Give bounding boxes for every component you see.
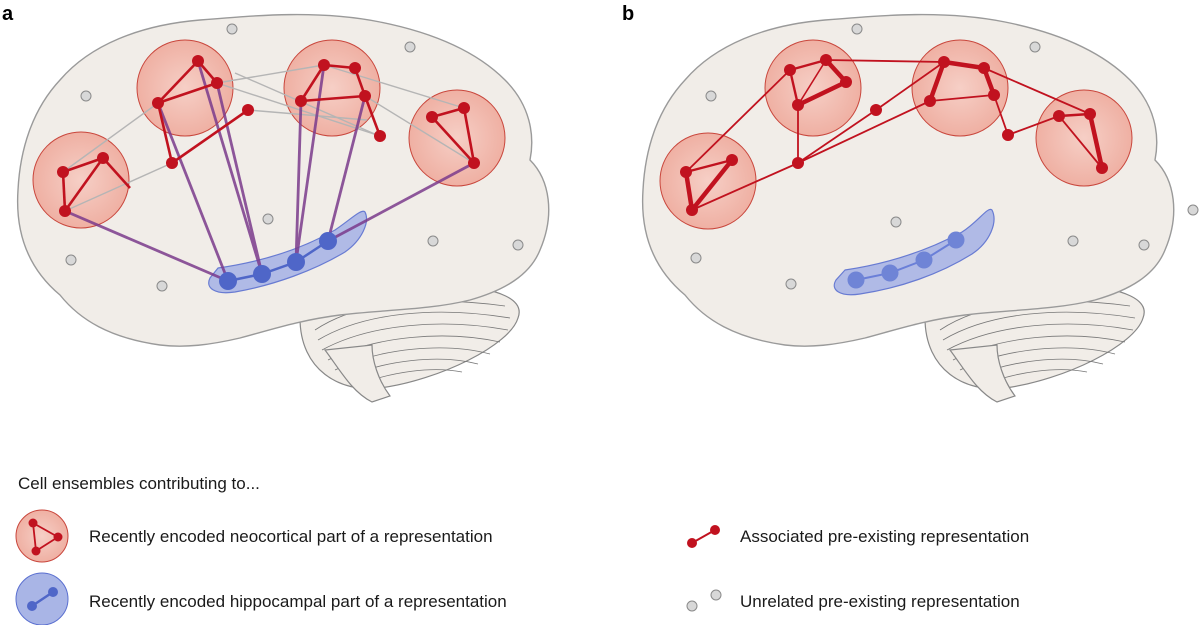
unrelated-nodes-b [690, 23, 1199, 290]
legend-item-hippocampal: Recently encoded hippocampal part of a r… [89, 592, 507, 611]
panel-label-b: b [622, 3, 634, 25]
hippocampus-b [833, 208, 995, 296]
unrelated-nodes-a [65, 23, 524, 292]
associated-link-icon [687, 525, 720, 548]
blue-nodes-b [847, 231, 965, 289]
panel-b: b [622, 3, 1199, 403]
red-edges-a [61, 60, 476, 212]
legend: Cell ensembles contributing to... Recent… [15, 474, 1029, 625]
red-nodes-b [680, 54, 1108, 216]
red-nodes-a [57, 55, 480, 217]
unrelated-dots-icon [686, 589, 722, 612]
hippocampus-a [208, 210, 367, 294]
legend-item-neocortical: Recently encoded neocortical part of a r… [89, 527, 493, 546]
purple-links-a [64, 60, 475, 283]
legend-heading: Cell ensembles contributing to... [18, 474, 260, 493]
blue-nodes-a [219, 232, 337, 290]
neocortical-ensemble-icon [15, 509, 69, 563]
neocortical-ensembles-b [659, 39, 1133, 230]
panel-a: a [2, 3, 550, 403]
legend-item-unrelated: Unrelated pre-existing representation [740, 592, 1020, 611]
panel-label-a: a [2, 3, 14, 25]
legend-item-associated: Associated pre-existing representation [740, 527, 1029, 546]
hippocampal-ensemble-icon [15, 572, 69, 625]
red-links-b [685, 59, 1091, 211]
